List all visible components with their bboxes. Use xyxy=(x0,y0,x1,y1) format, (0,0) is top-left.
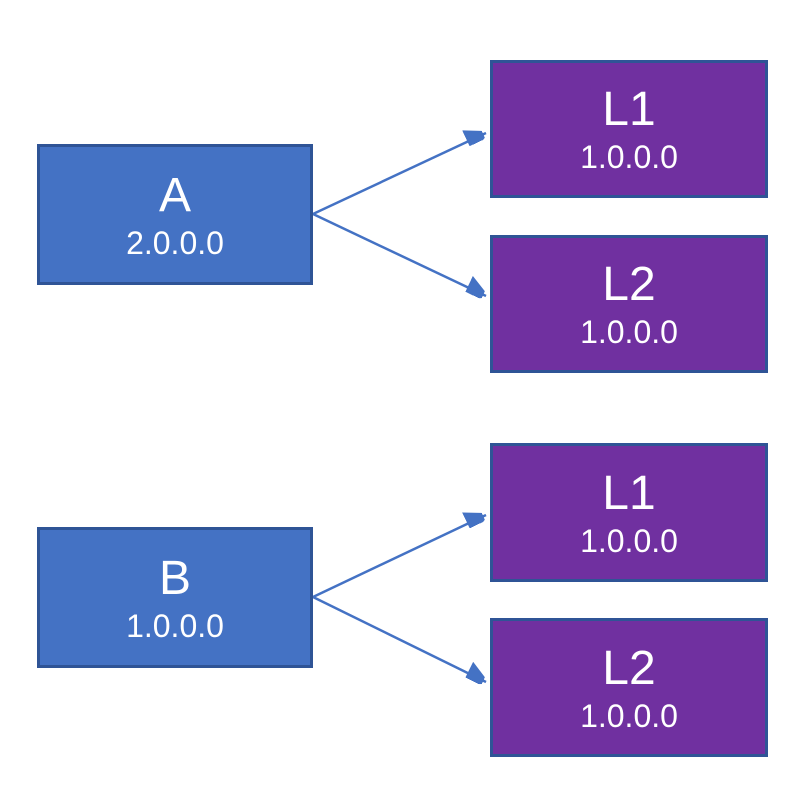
package-a-version: 2.0.0.0 xyxy=(126,224,224,261)
library-l1-of-b-box: L1 1.0.0.0 xyxy=(490,443,768,582)
package-b-version: 1.0.0.0 xyxy=(126,607,224,644)
arrow-b-to-l2 xyxy=(312,595,486,682)
package-b-label: B xyxy=(158,551,191,605)
arrow-a-to-l1 xyxy=(312,133,487,216)
library-l2-of-a-label: L2 xyxy=(602,258,656,311)
package-a-label: A xyxy=(158,168,191,222)
library-l1-of-b-label: L1 xyxy=(602,466,656,520)
library-l1-of-a-box: L1 1.0.0.0 xyxy=(490,60,768,198)
library-l2-of-a-box: L2 1.0.0.0 xyxy=(490,235,768,373)
arrow-a-to-l2 xyxy=(312,212,486,296)
arrow-b-to-l1 xyxy=(312,515,487,599)
library-l2-of-b-box: L2 1.0.0.0 xyxy=(490,618,768,757)
library-l1-of-a-version: 1.0.0.0 xyxy=(580,139,678,176)
library-l2-of-a-version: 1.0.0.0 xyxy=(580,314,678,351)
library-l1-of-b-version: 1.0.0.0 xyxy=(580,522,678,559)
library-l2-of-b-version: 1.0.0.0 xyxy=(580,697,678,734)
library-l1-of-a-label: L1 xyxy=(602,83,656,136)
package-a-box: A 2.0.0.0 xyxy=(37,144,313,285)
package-b-box: B 1.0.0.0 xyxy=(37,527,313,668)
library-l2-of-b-label: L2 xyxy=(602,641,656,695)
